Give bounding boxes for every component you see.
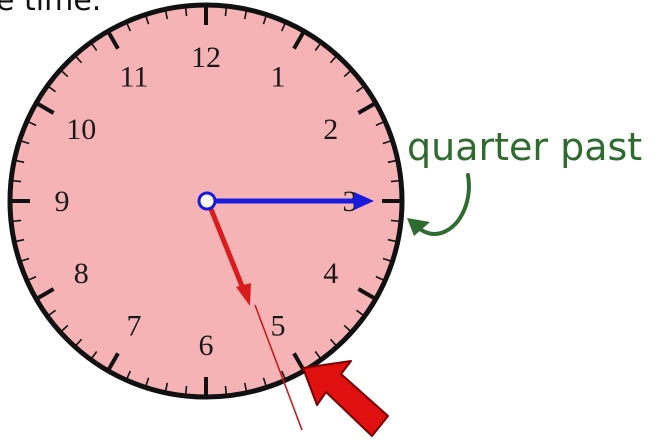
minor-tick <box>144 15 150 25</box>
minor-tick <box>262 377 268 387</box>
quarter-past-label: quarter past <box>407 125 642 169</box>
clock-number-7: 7 <box>127 310 142 343</box>
clock-number-6: 6 <box>199 329 214 362</box>
major-tick <box>357 101 376 115</box>
minor-tick <box>224 6 228 17</box>
minor-tick <box>20 139 30 145</box>
minor-tick <box>184 385 188 396</box>
header-fragment: e time. <box>0 0 101 18</box>
clock-number-10: 10 <box>66 113 96 146</box>
clock: 121234567891011 <box>7 2 405 431</box>
minor-tick <box>20 257 30 263</box>
minor-tick <box>27 275 37 282</box>
clock-number-9: 9 <box>55 185 70 218</box>
minor-tick <box>356 85 365 93</box>
minor-tick <box>125 370 132 380</box>
minor-tick <box>15 159 25 164</box>
clock-numbers: 121234567891011 <box>55 41 358 362</box>
minor-tick <box>74 338 83 347</box>
minor-tick <box>47 85 56 93</box>
major-tick <box>36 101 55 115</box>
minor-tick <box>243 382 248 392</box>
minor-tick <box>314 42 322 51</box>
blue-hand <box>207 192 374 210</box>
minor-tick <box>47 309 56 317</box>
clock-number-4: 4 <box>323 257 338 290</box>
minor-tick <box>125 22 132 32</box>
major-tick <box>36 287 55 301</box>
minor-tick <box>60 324 69 333</box>
clock-number-8: 8 <box>74 257 89 290</box>
green-curved-arrow <box>407 173 471 236</box>
clock-ticks <box>11 6 401 396</box>
red-pointer-arrow <box>302 360 389 437</box>
minor-tick <box>343 324 352 333</box>
minor-tick <box>329 338 338 347</box>
minor-tick <box>390 179 401 183</box>
minor-tick <box>375 275 385 282</box>
minor-tick <box>375 120 385 127</box>
minor-tick <box>90 351 98 360</box>
minor-tick <box>390 219 401 223</box>
clock-number-5: 5 <box>271 310 286 343</box>
clock-number-11: 11 <box>120 60 149 93</box>
major-tick <box>106 352 120 371</box>
blue-hand-arrowhead <box>354 192 374 210</box>
clock-number-1: 1 <box>271 60 286 93</box>
minor-tick <box>329 55 338 64</box>
red-hand-arrowhead <box>236 283 251 306</box>
minor-tick <box>27 120 37 127</box>
guide-line <box>254 304 303 431</box>
minor-tick <box>11 219 22 223</box>
minor-tick <box>356 309 365 317</box>
minor-tick <box>60 69 69 78</box>
clock-number-12: 12 <box>191 41 221 74</box>
minor-tick <box>74 55 83 64</box>
minor-tick <box>387 238 397 243</box>
minor-tick <box>11 179 22 183</box>
minor-tick <box>164 10 169 20</box>
red-hand <box>206 201 251 306</box>
minor-tick <box>280 22 287 32</box>
center-pivot <box>197 191 217 211</box>
minor-tick <box>280 370 287 380</box>
major-tick <box>292 31 306 50</box>
minor-tick <box>387 159 397 164</box>
minor-tick <box>382 257 392 263</box>
minor-tick <box>184 6 188 17</box>
minor-tick <box>164 382 169 392</box>
clock-number-2: 2 <box>323 113 338 146</box>
minor-tick <box>144 377 150 387</box>
minor-tick <box>90 42 98 51</box>
minor-tick <box>343 69 352 78</box>
major-tick <box>106 31 120 50</box>
minor-tick <box>224 385 228 396</box>
minor-tick <box>382 139 392 145</box>
major-tick <box>357 287 376 301</box>
minor-tick <box>314 351 322 360</box>
minor-tick <box>15 238 25 243</box>
minor-tick <box>262 15 268 25</box>
minor-tick <box>243 10 248 20</box>
major-tick <box>292 352 306 371</box>
